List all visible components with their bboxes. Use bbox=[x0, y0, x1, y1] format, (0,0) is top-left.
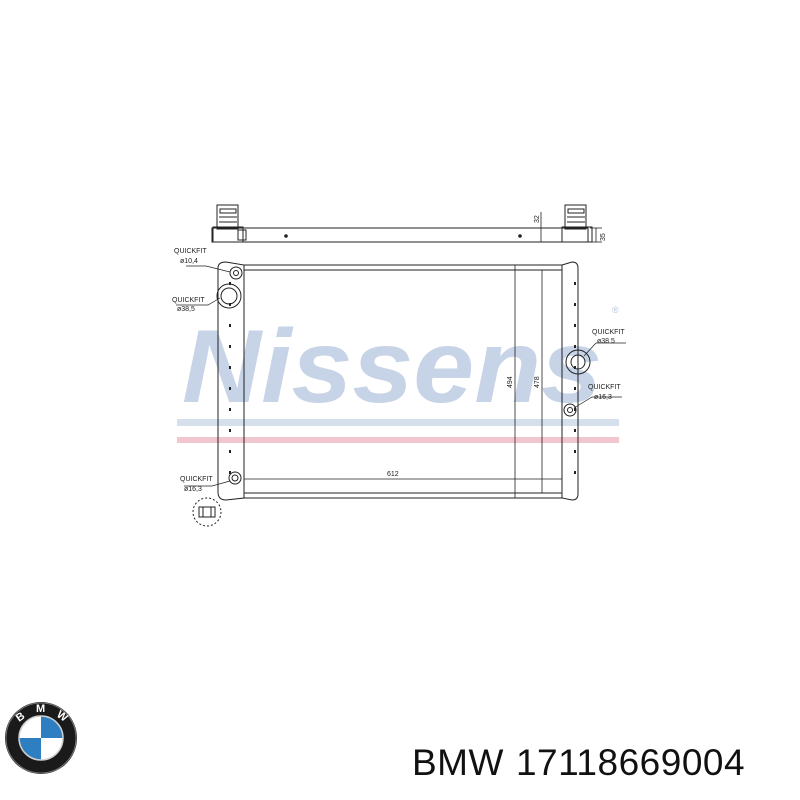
port-top-left bbox=[229, 266, 243, 280]
fin-mark bbox=[574, 366, 576, 369]
quickfit-label-mid-left: QUICKFIT ø38,5 bbox=[172, 297, 205, 313]
svg-text:QUICKFIT: QUICKFIT bbox=[172, 297, 205, 304]
drain-plug-detail bbox=[192, 497, 222, 527]
fin-mark bbox=[574, 387, 576, 390]
fin-mark bbox=[229, 324, 231, 327]
fin-mark bbox=[574, 303, 576, 306]
part-caption: BMW 17118669004 bbox=[412, 742, 757, 784]
fin-mark bbox=[574, 345, 576, 348]
dim-32-text: 32 bbox=[534, 215, 541, 223]
roundel-blue-q1 bbox=[41, 716, 63, 738]
svg-text:QUICKFIT: QUICKFIT bbox=[588, 384, 621, 391]
tank-fin-marks bbox=[229, 282, 576, 474]
dim-width-text: 612 bbox=[387, 471, 399, 478]
top-mounting-bar bbox=[211, 227, 589, 243]
watermark-stripe-pink bbox=[177, 437, 619, 443]
dim-494-text: 494 bbox=[507, 376, 514, 388]
bmw-roundel-icon: B M W bbox=[5, 702, 77, 774]
fin-mark bbox=[574, 450, 576, 453]
quickfit-label-top-left: QUICKFIT ø10,4 bbox=[174, 248, 207, 265]
dim-478-text: 478 bbox=[534, 376, 541, 388]
fin-mark bbox=[229, 450, 231, 453]
svg-text:ø38,5: ø38,5 bbox=[177, 306, 195, 313]
fin-mark bbox=[229, 387, 231, 390]
left-tank bbox=[217, 261, 245, 501]
roundel-blue-q3 bbox=[19, 738, 41, 760]
fin-mark bbox=[229, 303, 231, 306]
watermark-stripe-blue bbox=[177, 419, 619, 426]
fin-mark bbox=[229, 429, 231, 432]
fin-mark bbox=[229, 366, 231, 369]
port-bottom-left bbox=[228, 471, 242, 485]
svg-text:ø38 5: ø38 5 bbox=[597, 338, 615, 345]
fin-mark bbox=[229, 282, 231, 285]
quickfit-label-mid-right: QUICKFIT ø38 5 bbox=[592, 329, 625, 345]
svg-text:ø10,4: ø10,4 bbox=[180, 258, 198, 265]
svg-text:QUICKFIT: QUICKFIT bbox=[180, 476, 213, 483]
watermark-mark: ® bbox=[612, 305, 619, 315]
nissens-watermark: Nissens ® bbox=[177, 305, 619, 443]
svg-text:QUICKFIT: QUICKFIT bbox=[174, 248, 207, 255]
fin-mark bbox=[574, 408, 576, 411]
watermark-text: Nissens bbox=[182, 309, 602, 425]
svg-text:ø16,3: ø16,3 bbox=[184, 486, 202, 493]
fin-mark bbox=[229, 345, 231, 348]
fin-mark bbox=[229, 471, 231, 474]
fin-mark bbox=[574, 471, 576, 474]
part-number: 17118669004 bbox=[515, 742, 746, 783]
dim-35-text: 35 bbox=[600, 233, 607, 241]
fin-mark bbox=[574, 282, 576, 285]
svg-text:QUICKFIT: QUICKFIT bbox=[592, 329, 625, 336]
fin-mark bbox=[574, 324, 576, 327]
top-left-connector bbox=[212, 204, 247, 243]
fin-mark bbox=[229, 408, 231, 411]
svg-text:ø16,3: ø16,3 bbox=[594, 394, 612, 401]
top-right-connector bbox=[561, 204, 593, 243]
port-mid-right bbox=[565, 349, 591, 375]
quickfit-label-low-right: QUICKFIT ø16,3 bbox=[588, 384, 621, 401]
fin-mark bbox=[574, 429, 576, 432]
brand-name: BMW bbox=[412, 742, 504, 783]
roundel-letter-m: M bbox=[36, 703, 45, 715]
right-tank bbox=[561, 261, 579, 501]
quickfit-label-bottom-left: QUICKFIT ø16,3 bbox=[180, 476, 213, 493]
